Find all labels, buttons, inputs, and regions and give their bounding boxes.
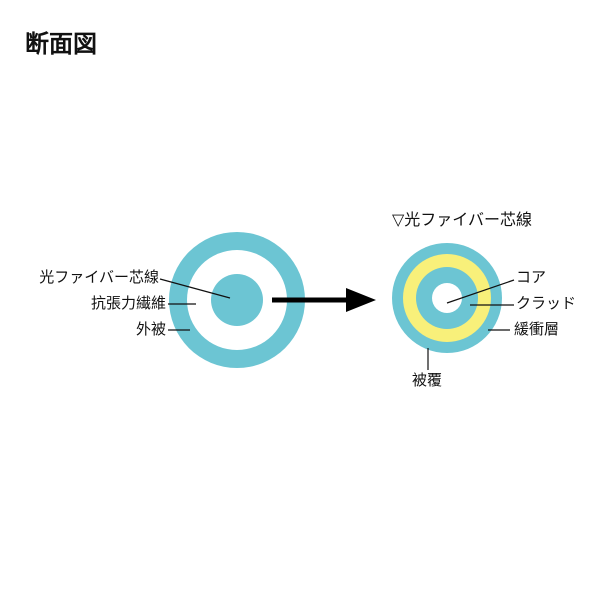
label-strength-member: 抗張力繊維 (90, 294, 166, 312)
leader-line-core (159, 278, 231, 299)
label-buffer: 緩衝層 (514, 320, 560, 338)
cable-cross-section (169, 232, 305, 368)
leader-line-core-right (446, 279, 515, 304)
core-disc (432, 283, 462, 313)
arrow-head (346, 288, 376, 312)
fiber-cross-section (392, 243, 502, 353)
label-fiber-core: 光ファイバー芯線 (39, 268, 159, 286)
label-outer-sheath: 外被 (135, 320, 166, 338)
label-clad: クラッド (516, 294, 577, 312)
right-arrow (272, 288, 376, 312)
fiber-core-disc (211, 274, 263, 326)
fiber-heading: ▽光ファイバー芯線 (392, 210, 532, 229)
page-title: 断面図 (25, 30, 97, 58)
label-coating: 被覆 (412, 371, 443, 389)
label-core: コア (516, 268, 547, 286)
left-leader-lines (159, 278, 231, 331)
right-leader-lines (427, 279, 515, 370)
